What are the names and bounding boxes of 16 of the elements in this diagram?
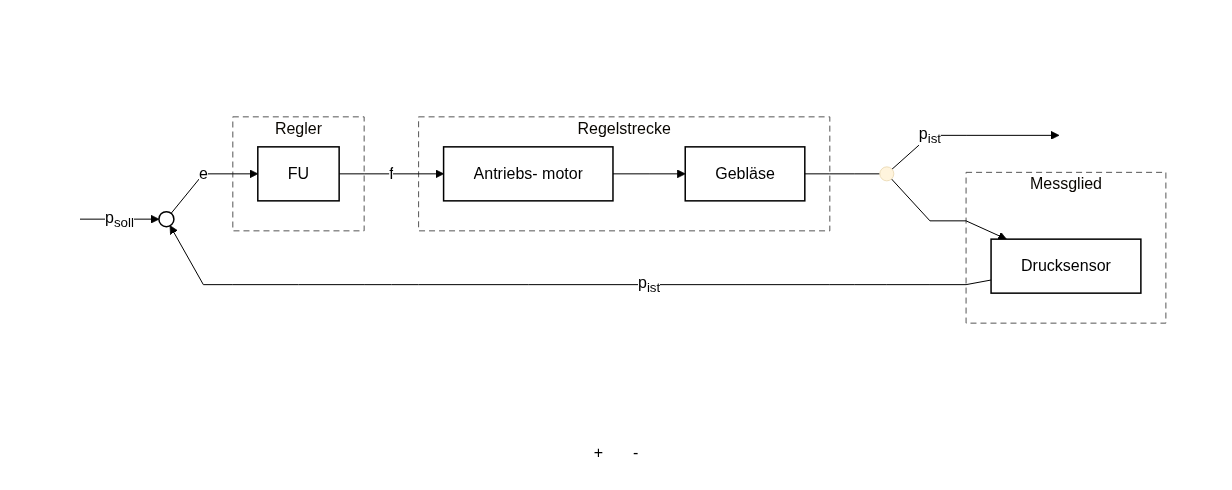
edge-label: e (198, 164, 208, 182)
sign-label: - (633, 444, 639, 462)
edge-label: f (389, 164, 394, 182)
junction-dot (879, 166, 895, 182)
process-box: Gebläse (684, 146, 806, 202)
edge-label: p$_{ist}$ (918, 124, 942, 146)
edge-label: p$_{ist}$ (638, 274, 661, 296)
process-box: Drucksensor (990, 238, 1142, 294)
arrow (169, 225, 992, 286)
connector (804, 173, 881, 175)
edge-label: p$_{soll}$ (105, 208, 134, 230)
process-box: Antriebs- motor (442, 146, 614, 202)
process-box: FU (257, 146, 340, 202)
arrow (891, 178, 1007, 240)
sign-label: + (593, 444, 603, 462)
summing-circle (158, 210, 175, 228)
